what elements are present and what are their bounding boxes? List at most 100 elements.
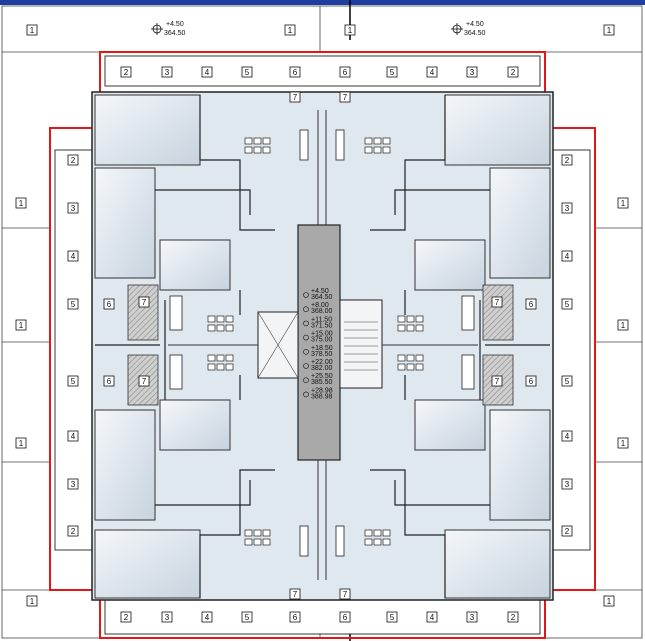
room-tag: 5 <box>67 298 79 310</box>
room-tag-label: 2 <box>565 527 570 536</box>
room-tag: 3 <box>67 202 79 214</box>
room-tag: 7 <box>289 91 301 103</box>
room-tag-label: 5 <box>71 377 76 386</box>
room-tag: 7 <box>491 375 503 387</box>
room-tag: 3 <box>561 478 573 490</box>
room-tag-label: 7 <box>293 590 298 599</box>
room-tag-label: 5 <box>390 613 395 622</box>
dining-set <box>397 315 424 332</box>
room-tag: 1 <box>284 24 296 36</box>
svg-text:+22.00: +22.00 <box>311 359 333 366</box>
room-tag: 6 <box>339 611 351 623</box>
level-marker-top-right: +4.50 364.50 <box>451 21 486 37</box>
room-tag-label: 7 <box>142 298 147 307</box>
room-tag: 2 <box>507 611 519 623</box>
room-tag: 3 <box>466 611 478 623</box>
room-tag-label: 2 <box>71 527 76 536</box>
room-tag-label: 7 <box>142 377 147 386</box>
room-tag-label: 1 <box>621 199 626 208</box>
level-mark-line-2: 364.50 <box>164 30 186 37</box>
svg-text:382.00: 382.00 <box>311 365 333 372</box>
room-tag-label: 1 <box>621 439 626 448</box>
level-mark-line-1: +4.50 <box>466 21 484 28</box>
room-tag-label: 1 <box>607 26 612 35</box>
room-tag-label: 2 <box>124 613 129 622</box>
svg-text:388.98: 388.98 <box>311 393 333 400</box>
room-tag-label: 7 <box>495 377 500 386</box>
svg-text:+8.00: +8.00 <box>311 302 329 309</box>
room-tag-label: 7 <box>293 93 298 102</box>
room-tag: 5 <box>561 298 573 310</box>
room-tag: 4 <box>67 430 79 442</box>
room-tag-label: 3 <box>71 204 76 213</box>
room-tag-label: 7 <box>343 590 348 599</box>
room-tag-label: 5 <box>565 300 570 309</box>
room-tag: 1 <box>26 24 38 36</box>
room-tag-label: 2 <box>124 68 129 77</box>
room-tag: 7 <box>339 91 351 103</box>
room-tag: 4 <box>201 66 213 78</box>
room-tag-label: 2 <box>565 156 570 165</box>
room-tag: 1 <box>15 437 27 449</box>
room-tag-label: 7 <box>343 93 348 102</box>
dining-set <box>397 354 424 371</box>
dining-set <box>207 354 234 371</box>
corridor-lines <box>168 110 478 580</box>
sofa <box>299 129 309 161</box>
room-tag: 6 <box>103 298 115 310</box>
room-tag-label: 1 <box>19 199 24 208</box>
room-tag-label: 5 <box>245 613 250 622</box>
room-tag-label: 6 <box>343 613 348 622</box>
room-tag-label: 6 <box>293 68 298 77</box>
room-tag-label: 3 <box>470 613 475 622</box>
room-tag: 1 <box>15 197 27 209</box>
svg-text:+15.00: +15.00 <box>311 331 333 338</box>
room-tag-label: 6 <box>107 377 112 386</box>
room-tag-label: 6 <box>293 613 298 622</box>
room-tag-label: 1 <box>621 321 626 330</box>
room-tag-label: 1 <box>348 26 353 35</box>
room-tag: 1 <box>603 595 615 607</box>
interior-walls <box>95 95 550 598</box>
room-tag: 7 <box>491 296 503 308</box>
room-tag-label: 2 <box>511 68 516 77</box>
svg-text:385.50: 385.50 <box>311 379 333 386</box>
room-tag: 3 <box>161 66 173 78</box>
svg-text:368.00: 368.00 <box>311 308 333 315</box>
room-tag: 1 <box>617 197 629 209</box>
dining-set <box>364 137 391 154</box>
level-marker-top-left: +4.50 364.50 <box>151 21 186 37</box>
room-tag-label: 4 <box>565 252 570 261</box>
room-tag-label: 1 <box>19 439 24 448</box>
room-tag-label: 3 <box>71 480 76 489</box>
sofa <box>461 295 475 331</box>
room-tag-label: 1 <box>30 597 35 606</box>
room-tag: 2 <box>120 611 132 623</box>
room-tag: 2 <box>67 154 79 166</box>
room-tag: 1 <box>617 437 629 449</box>
room-tag-label: 3 <box>165 613 170 622</box>
room-tag: 2 <box>561 525 573 537</box>
room-tag-label: 6 <box>529 377 534 386</box>
room-tag: 6 <box>339 66 351 78</box>
room-tag: 7 <box>138 296 150 308</box>
sofa <box>169 354 183 390</box>
room-tag-label: 4 <box>205 68 210 77</box>
room-tag: 1 <box>15 319 27 331</box>
room-tag-label: 7 <box>495 298 500 307</box>
room-tag-label: 6 <box>343 68 348 77</box>
apartment-rooms <box>94 94 551 599</box>
room-tag-label: 4 <box>71 432 76 441</box>
dining-set <box>244 529 271 546</box>
